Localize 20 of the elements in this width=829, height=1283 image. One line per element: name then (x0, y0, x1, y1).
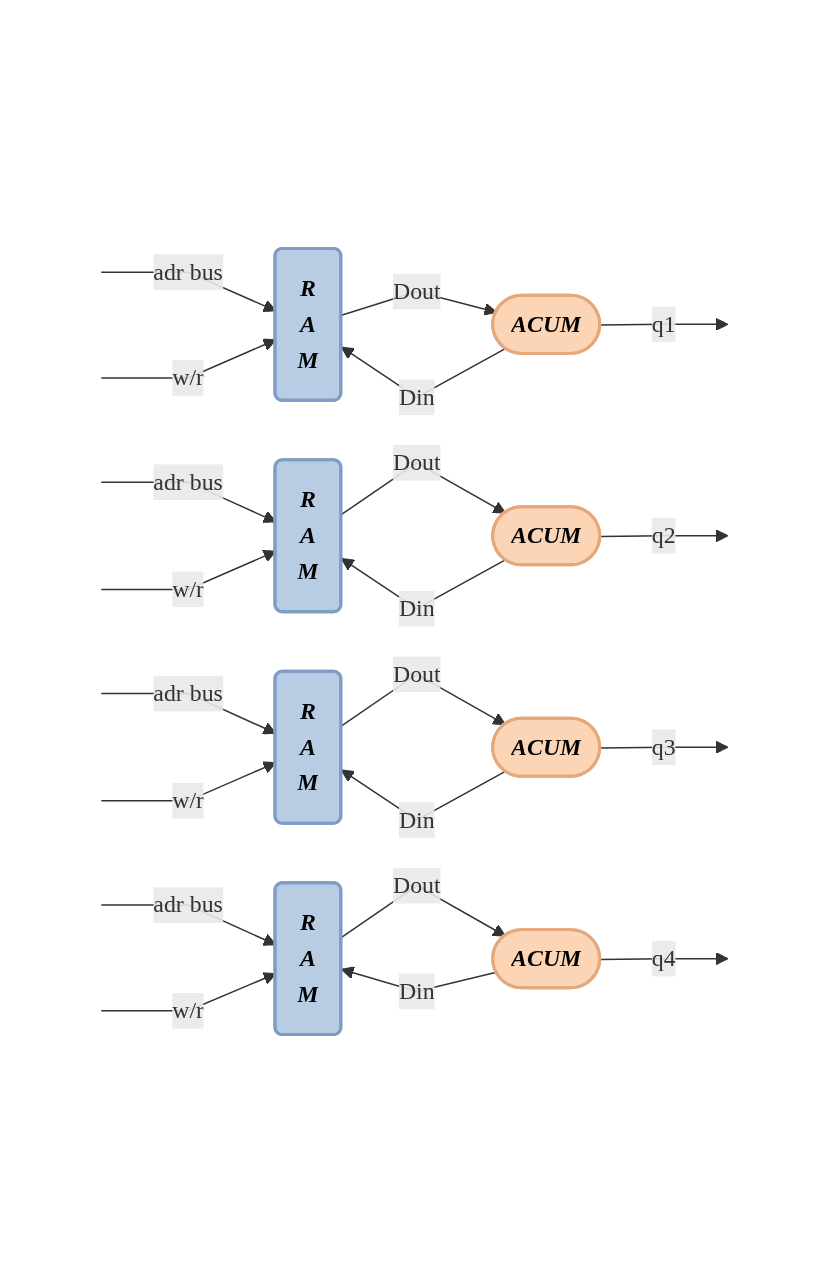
edge-label: Dout (392, 872, 441, 898)
edge-label: w/r (172, 787, 204, 813)
edge-label: q4 (651, 945, 676, 971)
edge-label: q2 (651, 522, 676, 548)
edge-label: Dout (392, 660, 441, 687)
edge-label: Din (398, 595, 435, 621)
edge-label: Din (398, 383, 435, 410)
edge-label: adr bus (153, 680, 223, 706)
edge-label: adr bus (153, 891, 223, 917)
edge-label: w/r (172, 997, 204, 1023)
edge-label: adr bus (153, 468, 223, 495)
edge-label: Din (398, 978, 435, 1004)
edge-label: adr bus (153, 258, 223, 285)
edge-label: q3 (651, 733, 676, 760)
edge-label: w/r (172, 575, 204, 602)
edge-label: q1 (651, 310, 676, 337)
edge-label: Dout (392, 449, 441, 475)
edge-label: w/r (172, 364, 204, 390)
edge-label: Din (398, 806, 435, 833)
edge-label: Dout (392, 278, 441, 304)
